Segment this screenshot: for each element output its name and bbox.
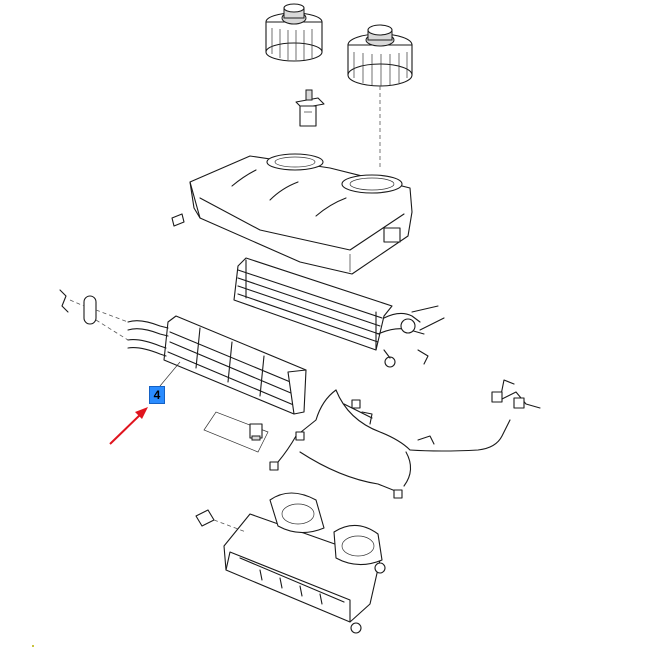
- corner-mark: [32, 645, 34, 647]
- blower-motor-left: [265, 3, 323, 62]
- heater-core: [127, 315, 307, 415]
- connector-bracket: [203, 411, 269, 453]
- wiring-harness: [269, 379, 541, 499]
- callout-label-4[interactable]: 4: [149, 386, 165, 404]
- callout-arrow: [109, 407, 148, 445]
- blower-motor-right: [347, 24, 413, 170]
- heater-housing-upper: [171, 153, 413, 275]
- pipe-clip: [59, 289, 129, 341]
- evaporator-core: [233, 257, 445, 368]
- blower-resistor: [295, 89, 325, 127]
- heater-housing-lower: [195, 492, 386, 634]
